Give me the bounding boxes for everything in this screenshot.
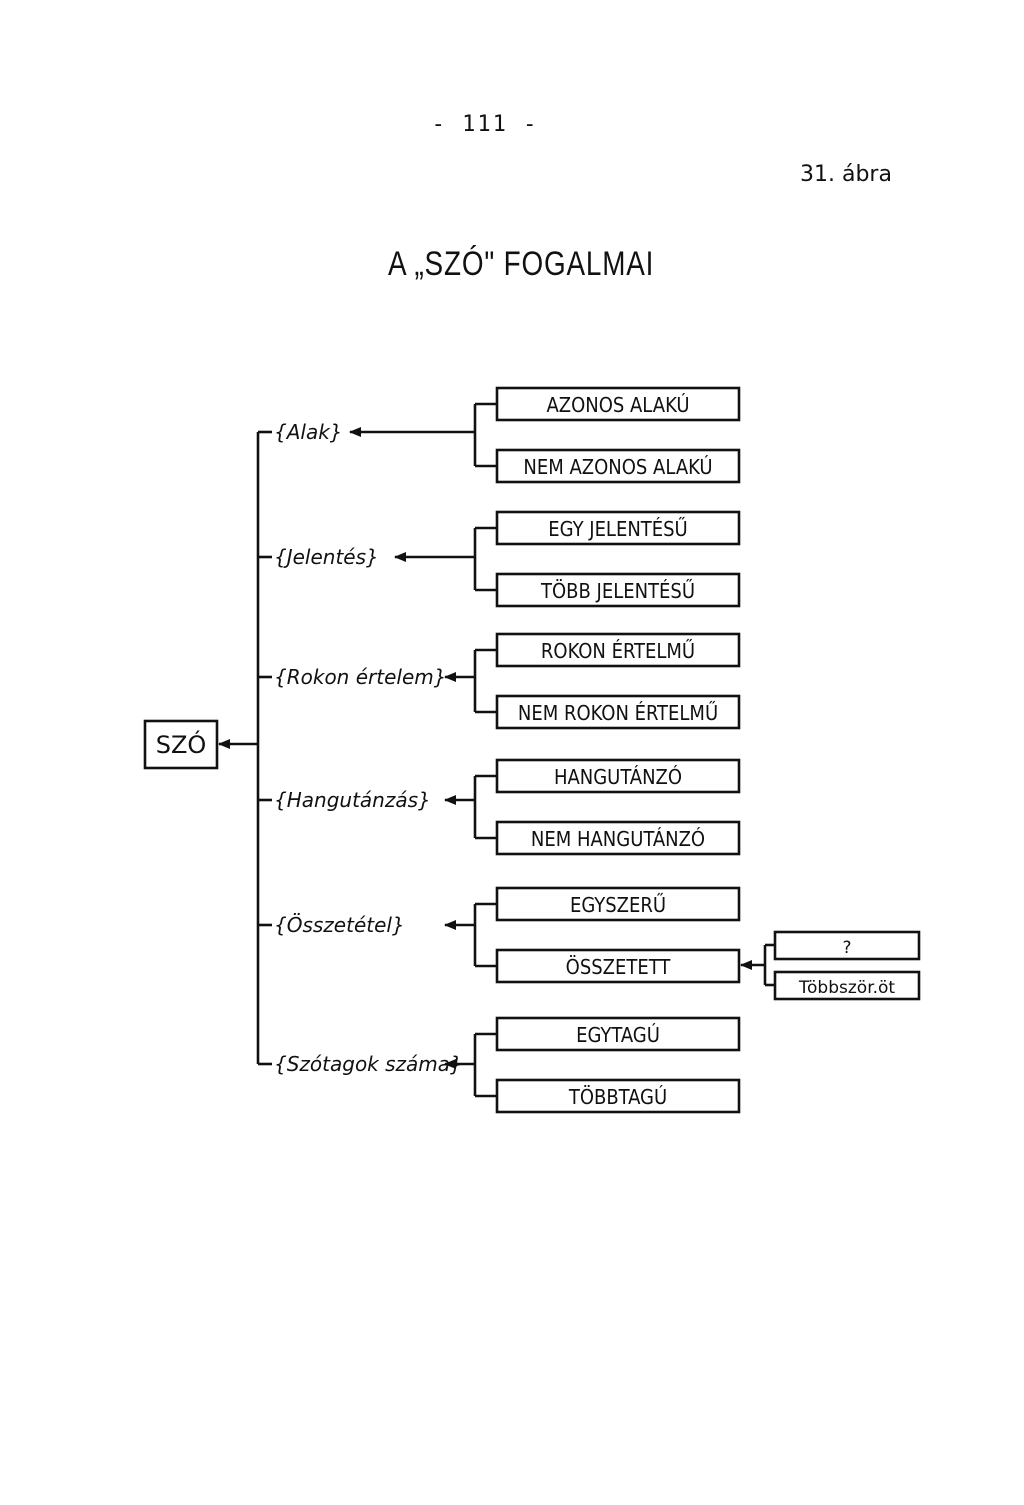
option-box	[495, 572, 741, 608]
option-box	[495, 510, 741, 546]
option-label: NEM ROKON ÉRTELMŰ	[518, 701, 718, 725]
option-box	[495, 632, 741, 668]
option-label: EGYSZERŰ	[570, 893, 666, 917]
option-label: AZONOS ALAKÚ	[546, 393, 689, 417]
root-label: SZÓ	[156, 729, 207, 759]
category-label: {Rokon értelem}	[274, 665, 446, 689]
option-box	[495, 448, 741, 484]
option-label: TÖBBTAGÚ	[568, 1085, 667, 1109]
categories-layer: {Alak} AZONOS ALAKÚ NEM AZONOS ALAKÚ {Jelen…	[258, 386, 741, 1114]
category-label: {Jelentés}	[274, 545, 379, 569]
option-box	[495, 694, 741, 730]
subtype-label-repeated: Többször.öt	[798, 978, 896, 998]
option-box	[495, 886, 741, 922]
subtype-box-repeated	[773, 970, 921, 1001]
category-label: {Hangutánzás}	[274, 788, 431, 812]
category-label: {Szótagok száma}	[274, 1052, 463, 1076]
root-box	[143, 719, 219, 770]
category-label: {Alak}	[274, 420, 343, 444]
subtype-label-unknown: ?	[842, 938, 851, 958]
option-box	[495, 758, 741, 794]
option-box	[495, 820, 741, 856]
option-box	[495, 386, 741, 422]
option-label: NEM HANGUTÁNZÓ	[531, 827, 705, 851]
page-number: - 111 -	[431, 112, 539, 137]
figure-label: 31. ábra	[800, 162, 892, 187]
option-box	[495, 948, 741, 984]
option-box	[495, 1078, 741, 1114]
option-label: EGY JELENTÉSŰ	[548, 517, 687, 541]
diagram-title: A „SZÓ" FOGALMAI	[388, 245, 655, 283]
option-label: TÖBB JELENTÉSŰ	[540, 579, 695, 603]
option-label: ÖSSZETETT	[566, 955, 672, 979]
option-label: ROKON ÉRTELMŰ	[541, 639, 695, 663]
option-label: EGYTAGÚ	[576, 1023, 660, 1047]
option-label: NEM AZONOS ALAKÚ	[523, 455, 712, 479]
option-box	[495, 1016, 741, 1052]
option-label: HANGUTÁNZÓ	[554, 765, 682, 789]
category-label: {Összetétel}	[274, 913, 405, 937]
subtype-box-unknown	[773, 930, 921, 961]
